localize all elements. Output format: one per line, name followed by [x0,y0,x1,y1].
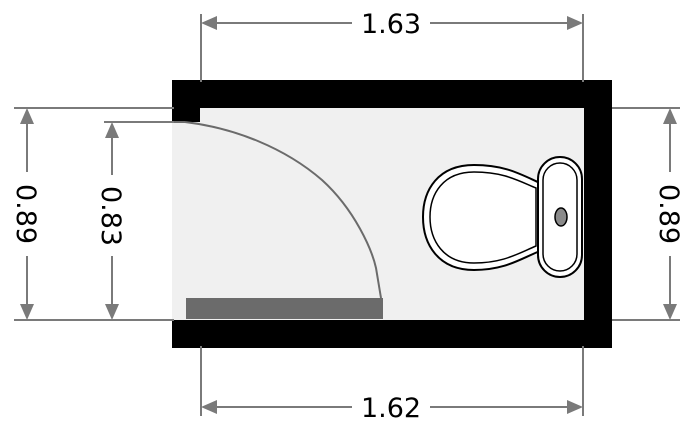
dimension-bottom-label: 1.62 [361,393,421,423]
dimension-right [612,107,680,321]
dimension-left-inner-label: 0.83 [95,186,126,246]
dimension-left-outer [14,107,174,321]
toilet-icon [421,156,583,278]
door-leaf [186,298,383,319]
wall-bottom [172,320,612,348]
wall-top [172,80,612,108]
dimension-right-label: 0.89 [653,184,684,244]
toilet-flush-button [554,207,568,227]
toilet-bowl-inner [429,171,537,264]
wall-right [584,80,612,348]
door-swing-icon [172,121,383,319]
dimension-top [200,14,584,82]
wall-left-stub [172,80,200,122]
dimension-left-inner [104,121,174,320]
dimension-top-label: 1.63 [361,9,421,40]
dimension-bottom [200,346,584,416]
door-swing-arc [184,121,382,299]
walls [172,80,612,348]
dimension-left-outer-label: 0.89 [10,184,41,244]
